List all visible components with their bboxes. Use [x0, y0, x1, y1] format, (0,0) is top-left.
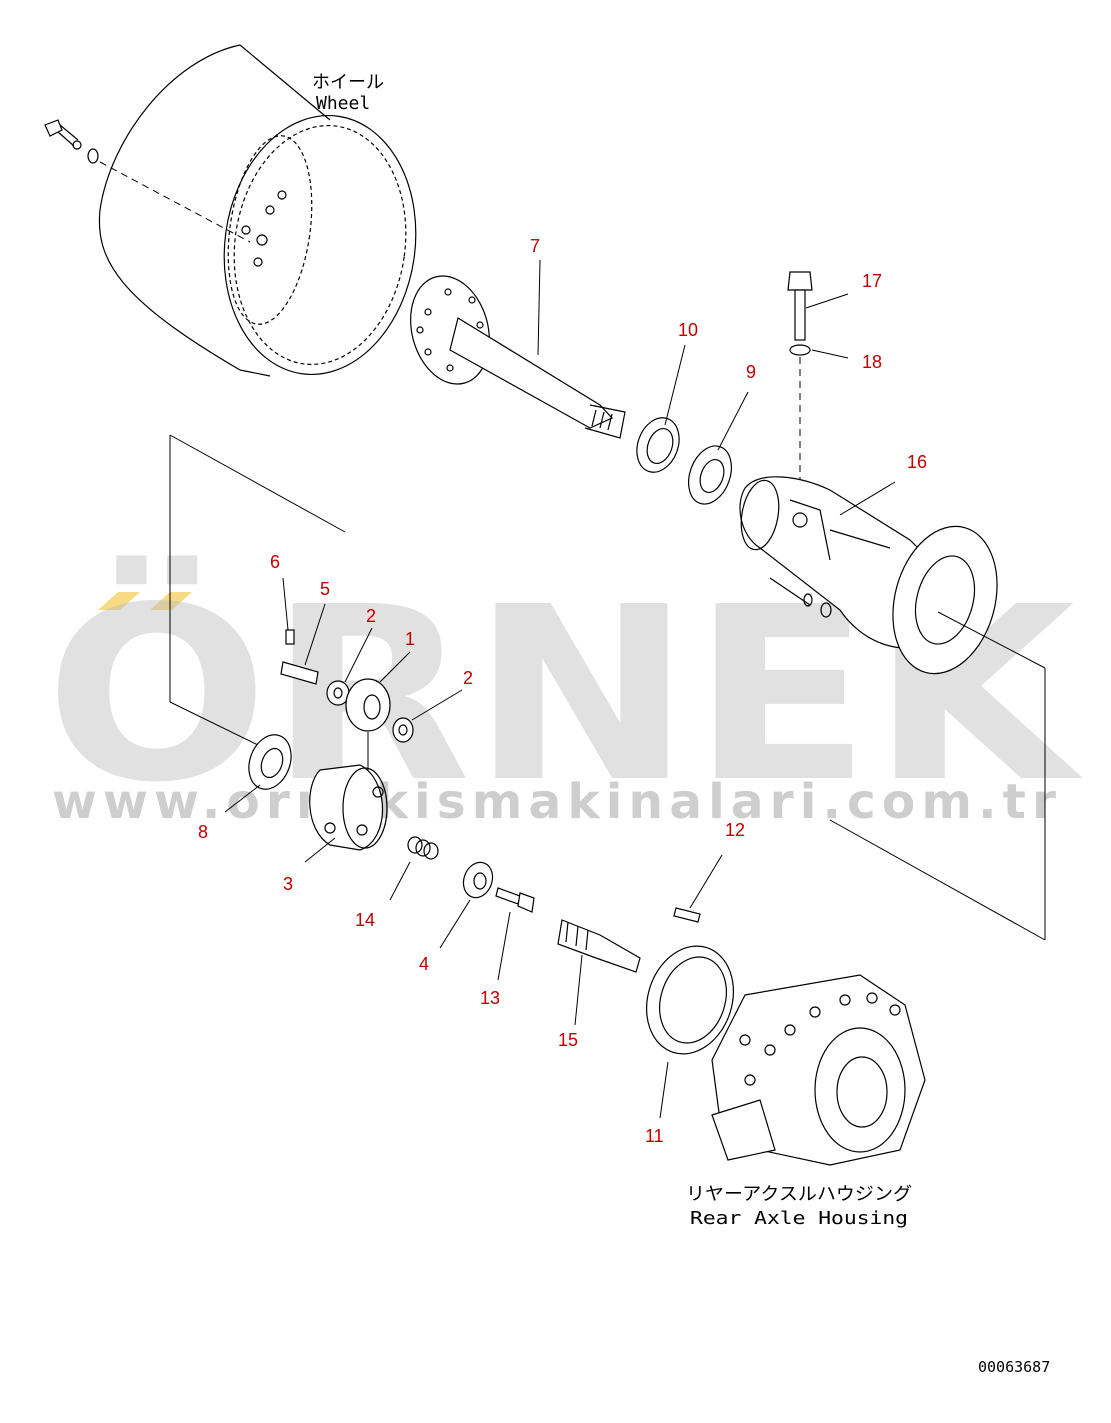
shaft-5: [280, 661, 319, 685]
sun-gear-shaft: [557, 919, 641, 973]
watermark-accent-mark: [98, 592, 140, 610]
callout-10: 10: [678, 320, 698, 340]
callout-numbers: 1 2 2 3 4 5 6 7 8 9 10 11 12 13 14 15 16…: [198, 236, 927, 1146]
callout-2a: 2: [366, 606, 376, 626]
callout-2b: 2: [463, 668, 473, 688]
planet-gear: [345, 678, 391, 732]
callout-5: 5: [320, 579, 330, 599]
housing-label-jp: リヤーアクスルハウジング: [686, 1184, 912, 1205]
callout-7: 7: [530, 236, 540, 256]
wheel-label-en: Wheel: [316, 93, 370, 114]
oil-seal: [636, 417, 680, 473]
wheel-label-jp: ホイール: [312, 72, 384, 93]
watermark-accent-mark: [150, 592, 192, 610]
bolt-17: [787, 271, 813, 510]
wheel-bolt: [44, 119, 99, 164]
callout-6: 6: [270, 552, 280, 572]
callout-18: 18: [862, 352, 882, 372]
document-number: 00063687: [978, 1358, 1050, 1376]
callout-16: 16: [907, 452, 927, 472]
watermark-url: www.ornekismakinalari.com.tr: [52, 774, 1062, 830]
housing-label-en: Rear Axle Housing: [690, 1208, 908, 1229]
callout-12: 12: [725, 820, 745, 840]
callout-15: 15: [558, 1030, 578, 1050]
callout-8: 8: [198, 822, 208, 842]
callout-9: 9: [746, 362, 756, 382]
callout-3: 3: [283, 874, 293, 894]
rear-axle-housing: [711, 974, 926, 1166]
callout-13: 13: [480, 988, 500, 1008]
washer-set-14: [407, 836, 439, 860]
callout-4: 4: [419, 954, 429, 974]
axle-housing: [739, 476, 998, 675]
pin-6: [285, 629, 295, 645]
callout-leaders: [224, 259, 896, 1119]
axle-shaft: [410, 275, 626, 439]
captions: ホイール Wheel リヤーアクスルハウジング Rear Axle Housin…: [312, 72, 1050, 1376]
ring-gear: [645, 945, 735, 1055]
callout-14: 14: [355, 910, 375, 930]
callout-17: 17: [862, 271, 882, 291]
callout-1: 1: [405, 629, 415, 649]
washer-2b: [392, 717, 414, 743]
pin-12: [673, 907, 701, 923]
bearing-8: [248, 734, 292, 790]
callout-11: 11: [645, 1126, 664, 1146]
bearing: [687, 445, 733, 505]
bolt-13: [495, 887, 535, 913]
wheel: [98, 44, 417, 377]
planet-carrier: [309, 764, 388, 851]
bearing-4: [462, 861, 494, 899]
